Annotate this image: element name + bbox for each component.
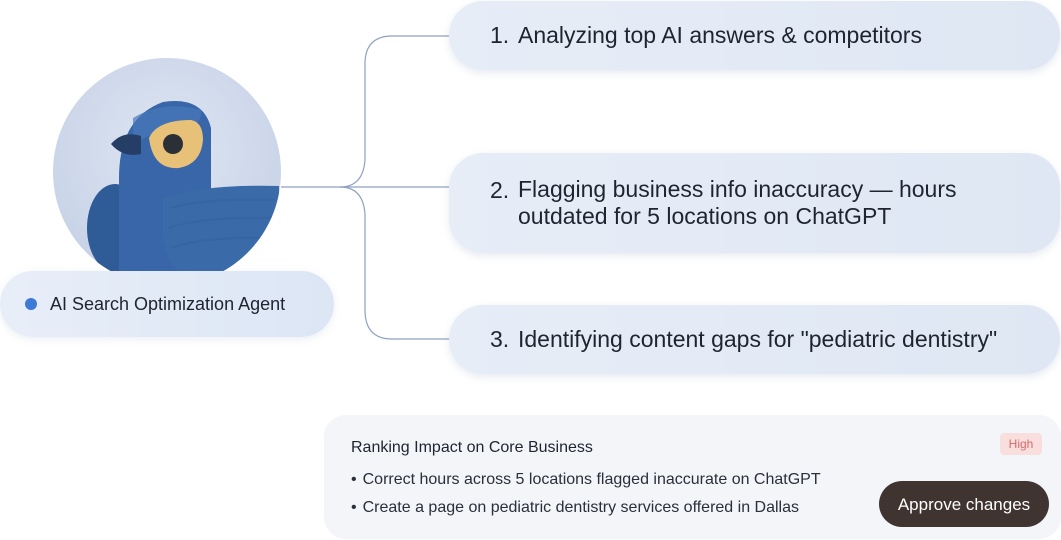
- step-1: 1. Analyzing top AI answers & competitor…: [449, 1, 1060, 70]
- approve-changes-button[interactable]: Approve changes: [879, 481, 1049, 527]
- step-text: Analyzing top AI answers & competitors: [518, 22, 922, 48]
- impact-item: Correct hours across 5 locations flagged…: [351, 470, 821, 498]
- step-number: 2.: [490, 177, 510, 203]
- impact-card: Ranking Impact on Core Business High Cor…: [324, 415, 1061, 539]
- agent-name: AI Search Optimization Agent: [50, 293, 286, 314]
- status-dot-icon: [25, 298, 37, 310]
- step-number: 3.: [490, 326, 510, 352]
- priority-badge: High: [1000, 433, 1042, 455]
- step-3: 3. Identifying content gaps for "pediatr…: [449, 305, 1060, 374]
- impact-list: Correct hours across 5 locations flagged…: [351, 470, 821, 526]
- impact-item: Create a page on pediatric dentistry ser…: [351, 498, 821, 526]
- parrot-mascot-icon: [87, 101, 281, 286]
- step-text: Flagging business info inaccuracy — hour…: [518, 176, 957, 229]
- agent-avatar: [53, 58, 281, 286]
- step-number: 1.: [490, 22, 510, 48]
- agent-name-pill: AI Search Optimization Agent: [0, 271, 334, 337]
- step-2: 2. Flagging business info inaccuracy — h…: [449, 153, 1060, 253]
- impact-title: Ranking Impact on Core Business: [351, 439, 593, 456]
- step-text: Identifying content gaps for "pediatric …: [518, 326, 998, 352]
